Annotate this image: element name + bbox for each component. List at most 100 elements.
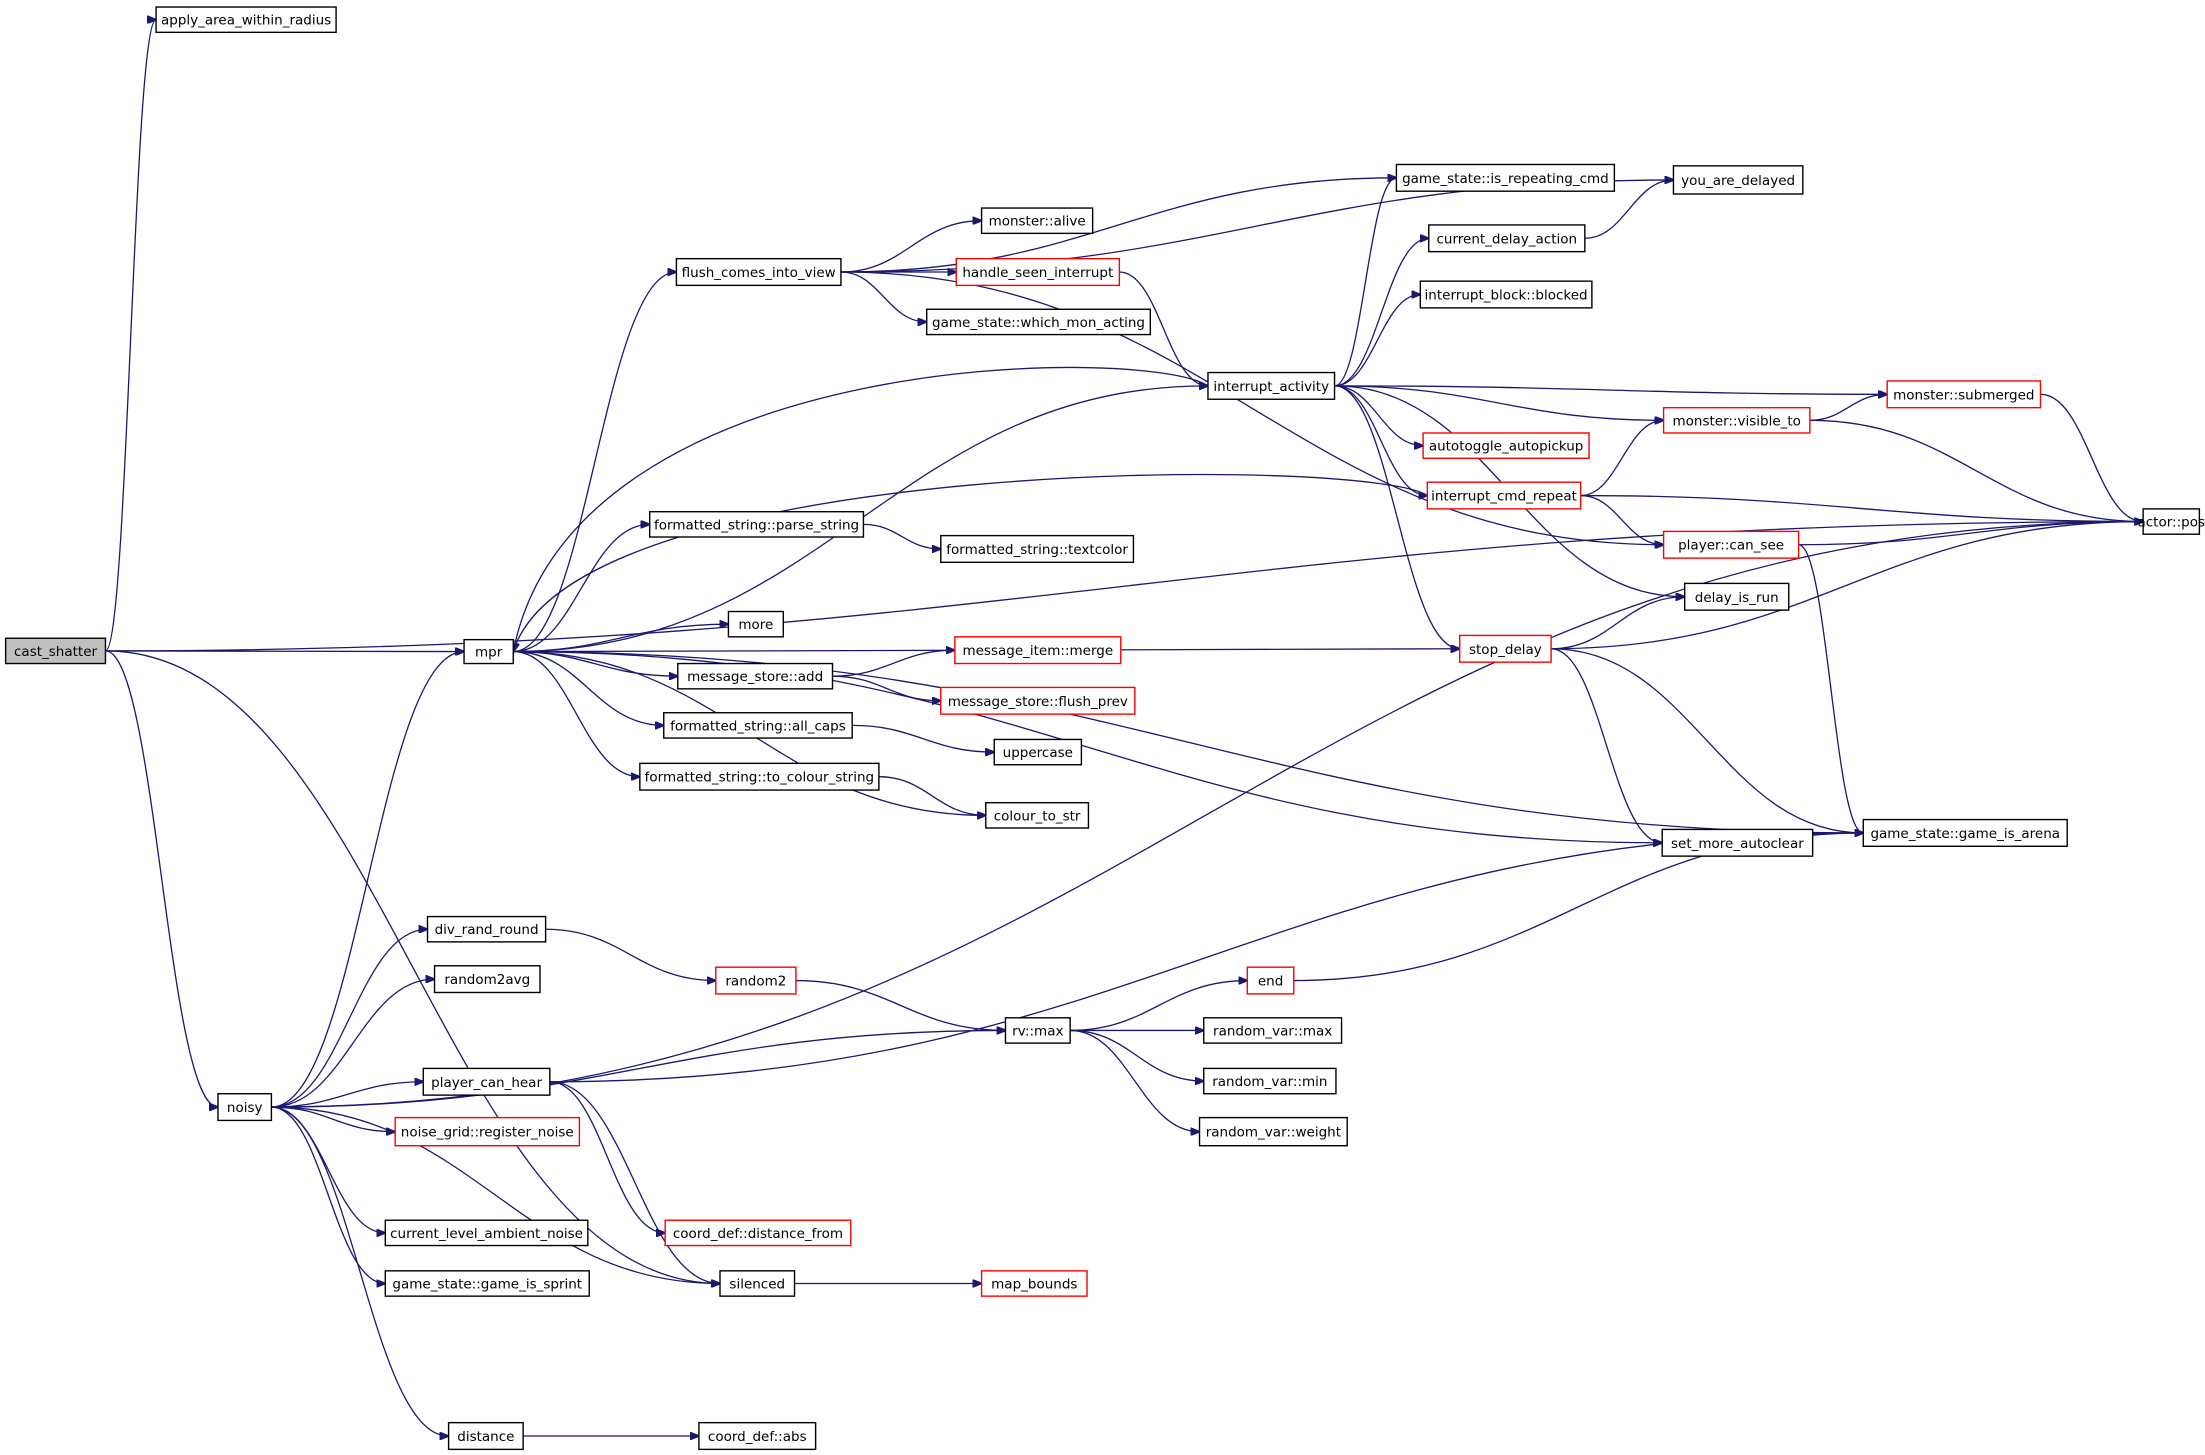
- node-box[interactable]: [1683, 582, 1790, 611]
- node-box[interactable]: [1662, 406, 1811, 434]
- node-random2avg[interactable]: random2avg: [433, 965, 541, 994]
- node-box[interactable]: [993, 738, 1083, 766]
- node-interrupt-block[interactable]: interrupt_block::blocked: [1419, 280, 1593, 309]
- node-textcolor[interactable]: formatted_string::textcolor: [940, 534, 1135, 564]
- node-box[interactable]: [463, 638, 514, 665]
- node-box[interactable]: [940, 534, 1135, 564]
- node-box[interactable]: [955, 257, 1121, 287]
- node-handle-seen[interactable]: handle_seen_interrupt: [955, 257, 1121, 287]
- node-box[interactable]: [1862, 818, 2068, 847]
- node-colour-to-str[interactable]: colour_to_str: [985, 802, 1090, 829]
- node-box[interactable]: [1422, 432, 1590, 459]
- node-coord-abs[interactable]: coord_def::abs: [698, 1421, 817, 1451]
- node-rv-var-min[interactable]: random_var::min: [1203, 1067, 1337, 1095]
- node-box[interactable]: [677, 662, 834, 690]
- node-end[interactable]: end: [1246, 966, 1295, 995]
- node-rv-max[interactable]: rv::max: [1004, 1017, 1071, 1044]
- node-box[interactable]: [1662, 530, 1800, 559]
- node-box[interactable]: [1207, 371, 1336, 400]
- node-msg-add[interactable]: message_store::add: [677, 662, 834, 690]
- node-monster-submerged[interactable]: monster::submerged: [1886, 380, 2042, 409]
- node-flush-comes[interactable]: flush_comes_into_view: [675, 257, 842, 287]
- node-box[interactable]: [940, 686, 1136, 715]
- node-box[interactable]: [394, 1116, 581, 1147]
- node-stop-delay[interactable]: stop_delay: [1458, 634, 1552, 663]
- node-rv-var-max[interactable]: random_var::max: [1203, 1017, 1343, 1044]
- node-silenced[interactable]: silenced: [719, 1270, 796, 1297]
- node-box[interactable]: [4, 637, 107, 665]
- node-box[interactable]: [384, 1219, 589, 1247]
- node-box[interactable]: [1004, 1017, 1071, 1044]
- node-box[interactable]: [719, 1270, 796, 1297]
- node-msg-merge[interactable]: message_item::merge: [954, 636, 1122, 665]
- node-game-is-sprint[interactable]: game_state::game_is_sprint: [384, 1270, 590, 1297]
- node-box[interactable]: [675, 257, 842, 287]
- node-random2[interactable]: random2: [715, 966, 797, 995]
- node-box[interactable]: [1428, 224, 1586, 253]
- node-box[interactable]: [155, 6, 337, 34]
- node-uppercase[interactable]: uppercase: [993, 738, 1083, 766]
- node-box[interactable]: [985, 802, 1090, 829]
- node-autotoggle[interactable]: autotoggle_autopickup: [1422, 432, 1590, 459]
- node-box[interactable]: [1198, 1116, 1348, 1147]
- node-box[interactable]: [1395, 163, 1616, 192]
- node-all-caps[interactable]: formatted_string::all_caps: [663, 712, 853, 739]
- node-game-is-arena[interactable]: game_state::game_is_arena: [1862, 818, 2068, 847]
- node-distance-from[interactable]: coord_def::distance_from: [664, 1219, 852, 1247]
- node-map-bounds[interactable]: map_bounds: [980, 1270, 1088, 1297]
- node-actor-pos[interactable]: actor::pos: [2137, 508, 2205, 535]
- node-set-more[interactable]: set_more_autoclear: [1661, 828, 1814, 857]
- node-register-noise[interactable]: noise_grid::register_noise: [394, 1116, 581, 1147]
- node-box[interactable]: [1672, 165, 1804, 195]
- node-box[interactable]: [426, 915, 547, 943]
- node-box[interactable]: [980, 1270, 1088, 1297]
- node-box[interactable]: [648, 511, 865, 538]
- node-delay-is-run[interactable]: delay_is_run: [1683, 582, 1790, 611]
- node-box[interactable]: [1203, 1067, 1337, 1095]
- node-player-can-hear[interactable]: player_can_hear: [422, 1067, 551, 1096]
- node-box[interactable]: [1426, 481, 1582, 510]
- node-parse-string[interactable]: formatted_string::parse_string: [648, 511, 865, 538]
- node-box[interactable]: [715, 966, 797, 995]
- node-box[interactable]: [698, 1421, 817, 1451]
- node-box[interactable]: [926, 308, 1152, 336]
- node-box[interactable]: [727, 610, 784, 638]
- node-box[interactable]: [664, 1219, 852, 1247]
- node-interrupt-activity[interactable]: interrupt_activity: [1207, 371, 1336, 400]
- node-mpr[interactable]: mpr: [463, 638, 514, 665]
- node-you-are-delayed[interactable]: you_are_delayed: [1672, 165, 1804, 195]
- node-box[interactable]: [1203, 1017, 1343, 1044]
- node-box[interactable]: [2142, 508, 2201, 535]
- node-box[interactable]: [1419, 280, 1593, 309]
- node-box[interactable]: [1458, 634, 1552, 663]
- node-player-can-see[interactable]: player::can_see: [1662, 530, 1800, 559]
- node-ambient-noise[interactable]: current_level_ambient_noise: [384, 1219, 589, 1247]
- node-box[interactable]: [217, 1093, 273, 1122]
- node-apply-area[interactable]: apply_area_within_radius: [155, 6, 337, 34]
- node-box[interactable]: [1886, 380, 2042, 409]
- node-box[interactable]: [1246, 966, 1295, 995]
- node-box[interactable]: [1661, 828, 1814, 857]
- node-box[interactable]: [384, 1270, 590, 1297]
- node-interrupt-cmd[interactable]: interrupt_cmd_repeat: [1426, 481, 1582, 510]
- node-distance[interactable]: distance: [447, 1421, 524, 1451]
- node-flush-prev[interactable]: message_store::flush_prev: [940, 686, 1136, 715]
- node-box[interactable]: [639, 762, 880, 791]
- node-to-colour-string[interactable]: formatted_string::to_colour_string: [639, 762, 880, 791]
- node-which-mon[interactable]: game_state::which_mon_acting: [926, 308, 1152, 336]
- node-box[interactable]: [663, 712, 853, 739]
- node-noisy[interactable]: noisy: [217, 1093, 273, 1122]
- node-more[interactable]: more: [727, 610, 784, 638]
- node-box[interactable]: [980, 207, 1094, 235]
- node-box[interactable]: [422, 1067, 551, 1096]
- node-monster-alive[interactable]: monster::alive: [980, 207, 1094, 235]
- node-div-rand[interactable]: div_rand_round: [426, 915, 547, 943]
- node-current-delay[interactable]: current_delay_action: [1428, 224, 1586, 253]
- node-monster-visible[interactable]: monster::visible_to: [1662, 406, 1811, 434]
- node-box[interactable]: [447, 1421, 524, 1451]
- node-rv-var-weight[interactable]: random_var::weight: [1198, 1116, 1348, 1147]
- node-is-repeating[interactable]: game_state::is_repeating_cmd: [1395, 163, 1616, 192]
- node-box[interactable]: [954, 636, 1122, 665]
- node-box[interactable]: [433, 965, 541, 994]
- node-cast-shatter[interactable]: cast_shatter: [4, 637, 107, 665]
